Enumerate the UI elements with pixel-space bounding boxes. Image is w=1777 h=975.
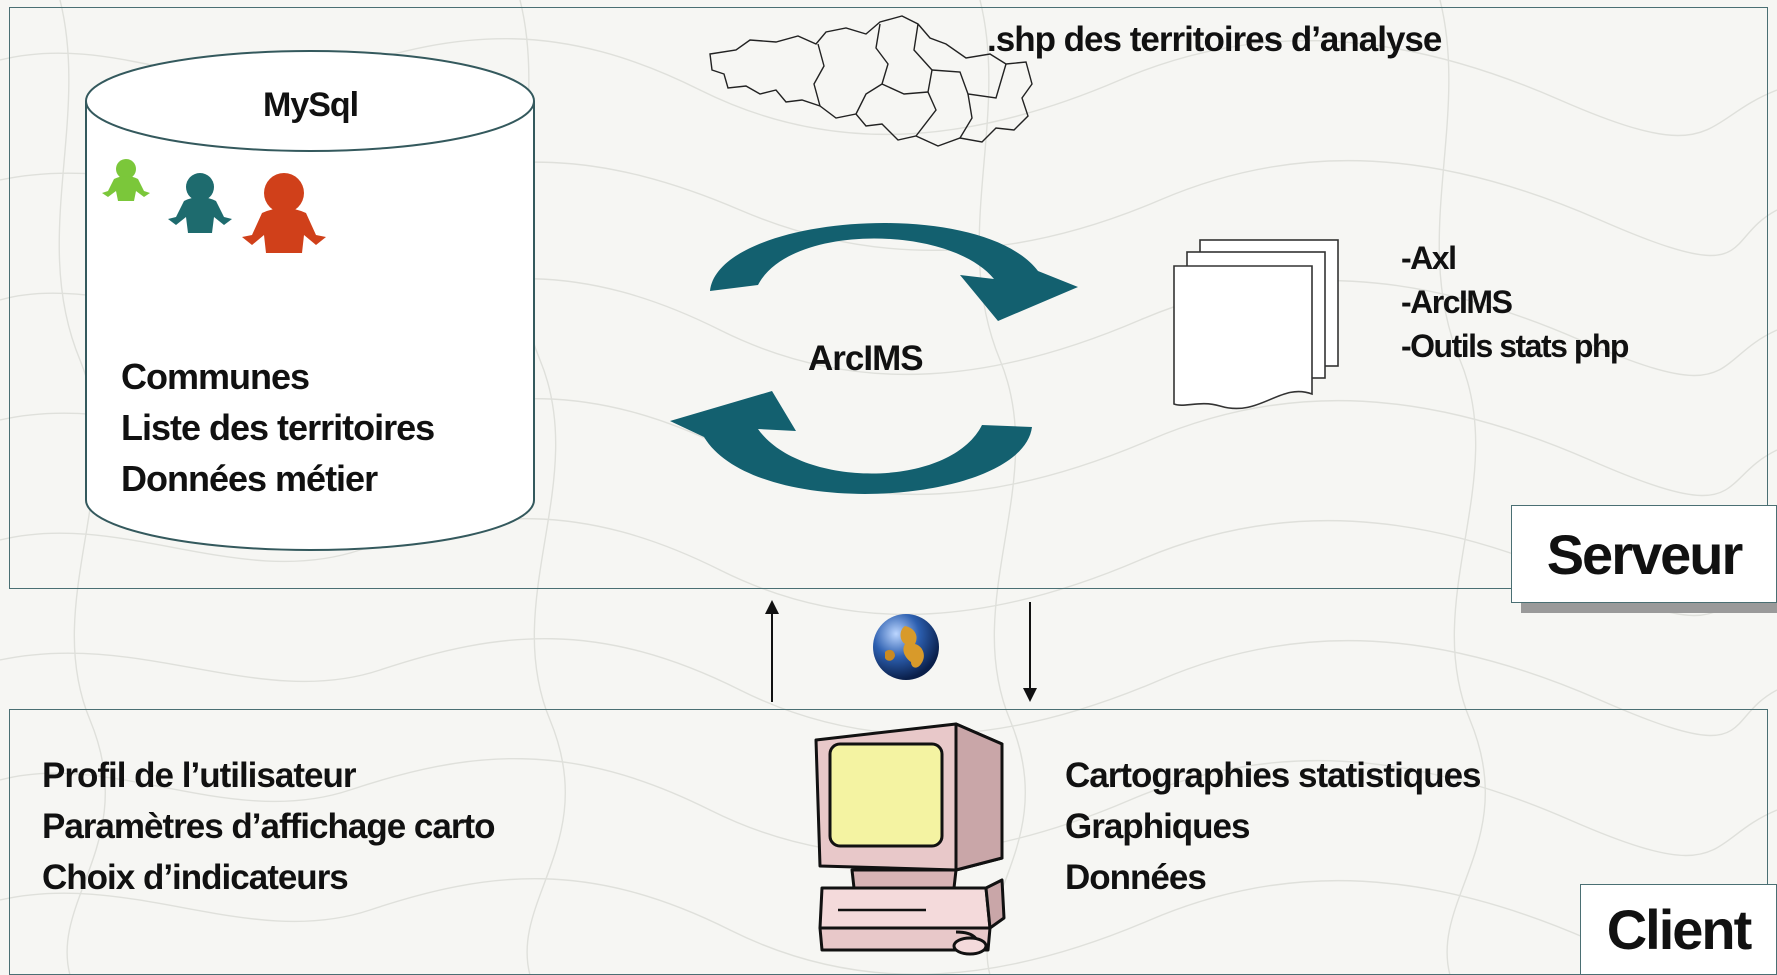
database-contents: Communes Liste des territoires Données m… [121,351,435,504]
arrow-down-icon [1023,602,1037,702]
shapefile-caption: .shp des territoires d’analyse [987,20,1442,59]
document-item: -ArcIMS [1401,284,1513,320]
client-label: Client [1580,884,1777,975]
client-output-item: Données [1065,858,1207,897]
server-label: Serveur [1511,505,1777,603]
document-list: -Axl -ArcIMS -Outils stats php [1401,236,1629,368]
process-label: ArcIMS [808,339,924,378]
database-name: MySql [263,86,359,124]
document-stack-icon [1173,239,1339,410]
client-input-item: Paramètres d’affichage carto [42,807,495,846]
database-content-item: Communes [121,356,310,397]
database-content-item: Liste des territoires [121,407,435,448]
globe-icon [873,614,939,680]
client-input-item: Profil de l’utilisateur [42,756,356,795]
client-output-item: Graphiques [1065,807,1250,846]
map-outline-icon [709,15,1033,147]
user-group-icon [102,159,326,253]
client-outputs: Cartographies statistiques Graphiques Do… [1065,750,1481,903]
client-output-item: Cartographies statistiques [1065,756,1481,795]
client-inputs: Profil de l’utilisateur Paramètres d’aff… [42,750,495,903]
arrow-up-icon [765,600,779,702]
client-input-item: Choix d’indicateurs [42,858,349,897]
document-item: -Outils stats php [1401,328,1629,364]
computer-icon [814,722,1006,956]
server-panel [9,7,1768,589]
cycle-arrows-icon [670,223,1078,494]
document-item: -Axl [1401,240,1457,276]
database-content-item: Données métier [121,458,378,499]
